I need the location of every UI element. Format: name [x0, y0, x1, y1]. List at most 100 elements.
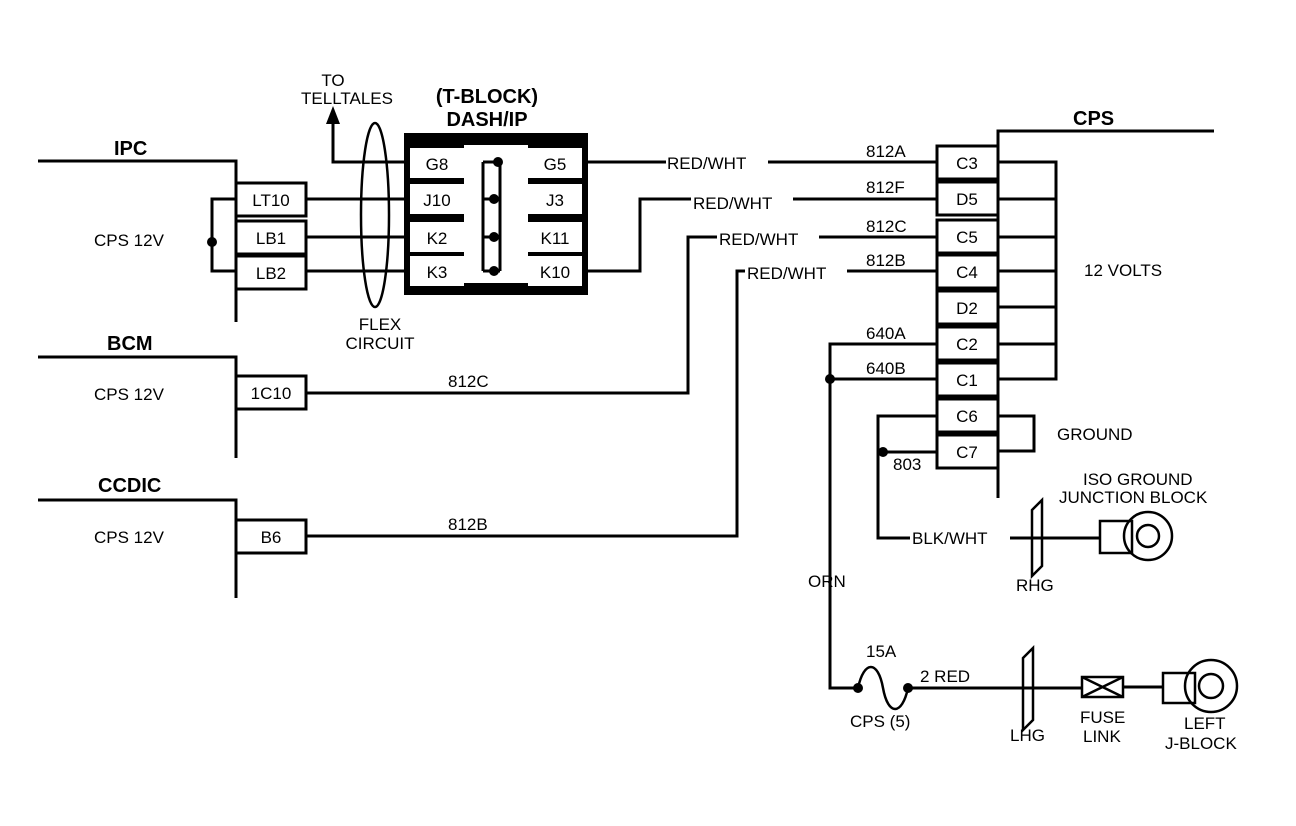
ccdic-cps-12v-label: CPS 12V: [94, 528, 165, 547]
ccdic-pin-b6: B6: [234, 518, 308, 555]
svg-text:G5: G5: [544, 155, 567, 174]
ipc-pin-lb1: LB1: [234, 219, 308, 256]
splice-803: [878, 447, 888, 457]
svg-text:C5: C5: [956, 228, 978, 247]
left-jblock-terminal-icon: [1161, 658, 1239, 714]
svg-text:LB1: LB1: [256, 229, 286, 248]
circuit-812f-label: 812F: [866, 178, 905, 197]
cps-pin-c4: C4: [935, 253, 1000, 290]
wire-812b-color: RED/WHT: [747, 264, 826, 283]
cps-pin-d2: D2: [935, 289, 1000, 326]
fuse-name-label: CPS (5): [850, 712, 910, 731]
circuit-812c-label: 812C: [866, 217, 907, 236]
svg-text:K11: K11: [541, 229, 570, 248]
iso-ground-label-line2: JUNCTION BLOCK: [1059, 488, 1208, 507]
ipc-bus-splice: [207, 237, 217, 247]
cps-pin-d5: D5: [935, 180, 1000, 217]
ipc-pin-lt10: LT10: [234, 181, 308, 218]
svg-text:J10: J10: [423, 191, 450, 210]
tblock-bus-area: [464, 145, 528, 283]
svg-text:D5: D5: [956, 190, 978, 209]
svg-text:C6: C6: [956, 407, 978, 426]
tblock-pin-g8: G8: [410, 148, 464, 178]
ccdic-label: CCDIC: [98, 475, 161, 497]
tblock-splice-4: [489, 266, 499, 276]
lhg-grommet-icon: [1021, 644, 1035, 734]
bcm-module-outline: [38, 355, 238, 458]
circuit-812a-label: 812A: [866, 142, 906, 161]
cps-ground-bus: [998, 414, 1036, 453]
ipc-pin-lb2: LB2: [234, 254, 308, 291]
cps-pin-c2: C2: [935, 325, 1000, 362]
iso-ground-terminal-icon: [1098, 510, 1174, 562]
cps-pin-c3: C3: [935, 144, 1000, 181]
tblock-pin-k10: K10: [528, 256, 582, 286]
tblock-bus-bars: [481, 162, 502, 271]
tblock-title: (T-BLOCK): [436, 86, 538, 108]
ground-label: GROUND: [1057, 425, 1133, 444]
wire-640a-orn: [828, 342, 937, 690]
fuse-amps-label: 15A: [866, 642, 897, 661]
wire-k10-seg1: [588, 197, 691, 273]
flex-label-line1: FLEX: [359, 315, 402, 334]
left-jblock-label-line2: J-BLOCK: [1165, 734, 1237, 753]
wire-orn-label: ORN: [808, 572, 846, 591]
flex-label-line2: CIRCUIT: [346, 334, 415, 353]
svg-text:C2: C2: [956, 335, 978, 354]
circuit-640a-label: 640A: [866, 324, 906, 343]
svg-text:LT10: LT10: [252, 191, 290, 210]
svg-text:1C10: 1C10: [251, 384, 292, 403]
cps-pin-c5: C5: [935, 218, 1000, 255]
cps-label: CPS: [1073, 108, 1114, 130]
tblock-pin-j10: J10: [410, 184, 464, 214]
circuit-803-label: 803: [893, 455, 921, 474]
svg-text:LB2: LB2: [256, 264, 286, 283]
svg-text:B6: B6: [261, 528, 282, 547]
wire-812c-color: RED/WHT: [719, 230, 798, 249]
splice-640: [825, 374, 835, 384]
svg-text:J3: J3: [546, 191, 564, 210]
bcm-pin-1c10: 1C10: [234, 374, 308, 411]
flex-circuit-ellipse: [359, 121, 391, 309]
wire-812a-color: RED/WHT: [667, 154, 746, 173]
twelve-volts-label: 12 VOLTS: [1084, 261, 1162, 280]
telltales-arrow-icon: [326, 106, 340, 124]
fuse-link-icon: [1080, 675, 1125, 699]
wire-2red-label: 2 RED: [920, 667, 970, 686]
tblock-pin-k3: K3: [410, 256, 464, 286]
circuit-812b-label: 812B: [866, 251, 906, 270]
fuse-icon: [856, 666, 910, 710]
svg-text:C4: C4: [956, 263, 978, 282]
fuse-link-label-line2: LINK: [1083, 727, 1121, 746]
telltales-label-line1: TO: [321, 71, 344, 90]
ccdic-circuit-812b-label: 812B: [448, 515, 488, 534]
svg-text:K2: K2: [427, 229, 448, 248]
tblock-pin-k11: K11: [528, 222, 582, 252]
tblock-splice-2: [489, 194, 499, 204]
tblock-pin-g5: G5: [528, 148, 582, 178]
svg-text:C3: C3: [956, 154, 978, 173]
bcm-circuit-812c-label: 812C: [448, 372, 489, 391]
ccdic-module-outline: [38, 498, 238, 598]
ipc-bus-bracket: [210, 197, 236, 273]
svg-text:D2: D2: [956, 299, 978, 318]
tblock-subtitle: DASH/IP: [446, 109, 527, 131]
svg-text:K3: K3: [427, 263, 448, 282]
wire-812f-color: RED/WHT: [693, 194, 772, 213]
rhg-grommet-icon: [1030, 496, 1044, 580]
lhg-label: LHG: [1010, 726, 1045, 745]
svg-text:G8: G8: [426, 155, 449, 174]
tblock-pin-j3: J3: [528, 184, 582, 214]
tblock-splice-1: [493, 157, 503, 167]
tblock-pin-k2: K2: [410, 222, 464, 252]
left-jblock-label-line1: LEFT: [1184, 714, 1226, 733]
bcm-label: BCM: [107, 333, 153, 355]
iso-ground-label-line1: ISO GROUND: [1083, 470, 1193, 489]
svg-text:C1: C1: [956, 371, 978, 390]
wire-1c10-seg1: [306, 235, 717, 395]
circuit-640b-label: 640B: [866, 359, 906, 378]
cps-12v-bus: [998, 160, 1058, 381]
bcm-cps-12v-label: CPS 12V: [94, 385, 165, 404]
ipc-label: IPC: [114, 138, 147, 160]
